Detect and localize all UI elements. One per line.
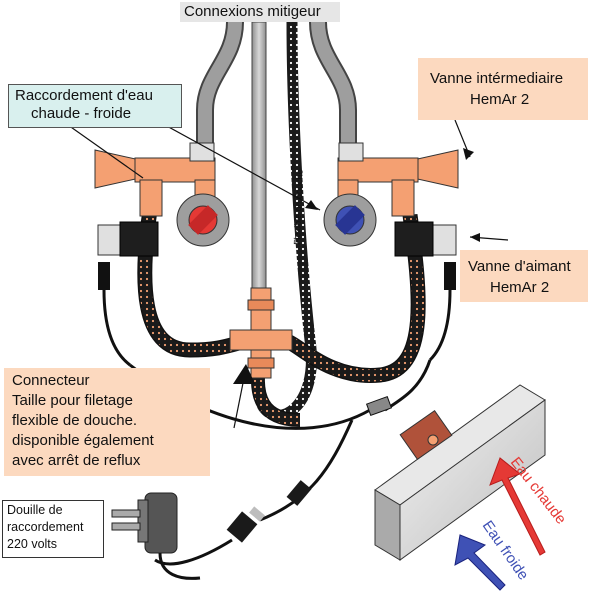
mixer-connections-title-box: Connexions mitigeur (180, 2, 340, 22)
left-magnet-valve (97, 221, 159, 367)
shower-hose-label: Flexible de douche (292, 169, 305, 245)
cold-water-knob (323, 193, 377, 247)
intermediate-valve-line-1: Vanne intérmediaire (430, 70, 564, 87)
hot-cold-connection-line-1: Raccordement d'eau (15, 87, 153, 104)
magnet-valve-line-2: HemAr 2 (490, 279, 550, 296)
connector-box: Connecteur Taille pour filetage flexible… (4, 368, 210, 476)
mixer-supply-pipes (196, 21, 357, 293)
connector-line-5: avec arrêt de reflux (12, 452, 141, 469)
right-intermediate-valve (337, 142, 459, 217)
power-socket-line-1: Douille de (7, 503, 63, 517)
connector-line-1: Connecteur (12, 372, 90, 389)
left-intermediate-valve (94, 142, 216, 217)
power-socket-line-3: 220 volts (7, 537, 58, 551)
magnet-valve-box: Vanne d'aimant HemAr 2 (460, 250, 588, 302)
mixer-connections-title: Connexions mitigeur (184, 3, 321, 20)
sensor-panel (374, 384, 546, 561)
connector-line-2: Taille pour filetage (12, 392, 133, 409)
cold-water-arrow (454, 534, 506, 591)
braided-hoses (137, 208, 426, 427)
hot-water-knob (176, 193, 230, 247)
intermediate-valve-box: Vanne intérmediaire HemAr 2 (418, 58, 588, 120)
hot-water-arrow (489, 457, 546, 556)
magnet-valve-line-1: Vanne d'aimant (468, 258, 571, 275)
power-adapter (111, 492, 201, 580)
pointer-lines (67, 119, 509, 429)
power-socket-line-2: raccordement (7, 520, 84, 534)
hot-cold-connection-box: Raccordement d'eau chaude - froide (8, 84, 182, 128)
power-socket-box: Douille de raccordement 220 volts (2, 500, 104, 558)
connector-line-4: disponible également (12, 432, 154, 449)
connector-line-3: flexible de douche. (12, 412, 138, 429)
hot-water-label: Eau chaude (507, 454, 570, 528)
intermediate-valve-line-2: HemAr 2 (470, 91, 530, 108)
connector-cross (229, 287, 293, 379)
right-magnet-valve (394, 221, 457, 362)
hot-cold-connection-line-2: chaude - froide (31, 105, 132, 122)
